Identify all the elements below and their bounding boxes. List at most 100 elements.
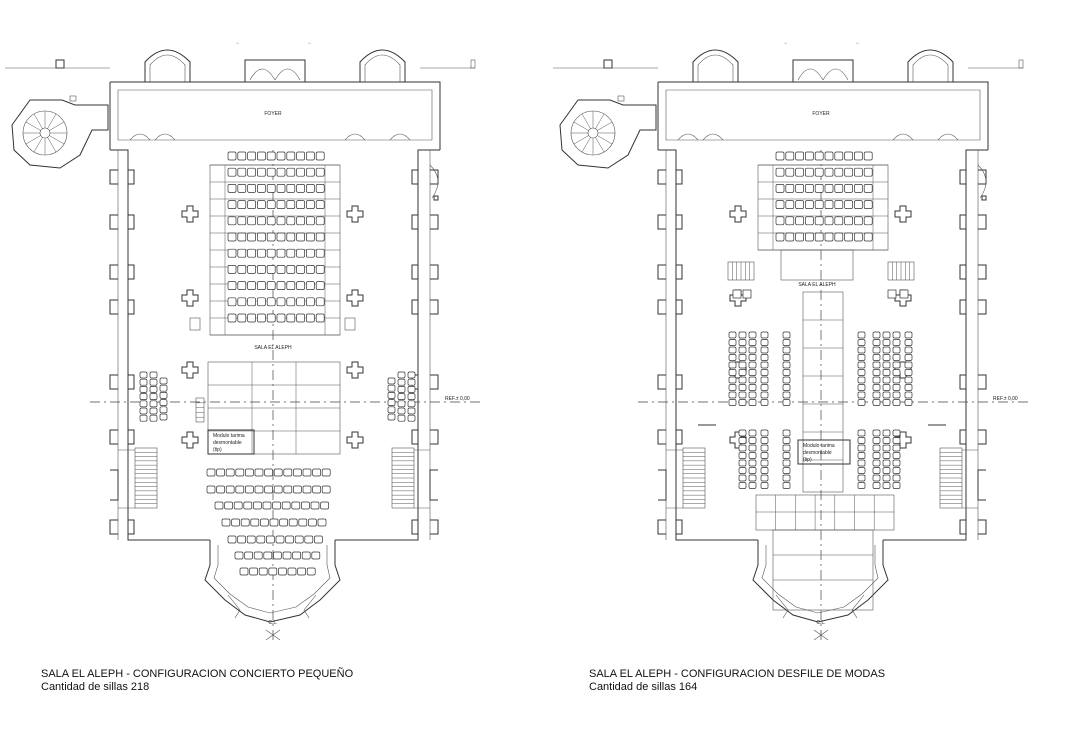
chair: [257, 281, 266, 290]
chair: [728, 391, 737, 399]
chair: [296, 216, 305, 226]
chair: [782, 331, 791, 339]
chair: [237, 248, 247, 258]
stair-step: [47, 137, 57, 153]
chair: [227, 281, 237, 290]
chair: [296, 265, 305, 274]
chair: [760, 452, 769, 459]
entrance-vestibule: [244, 59, 306, 82]
chair: [892, 376, 901, 384]
chair: [306, 297, 315, 307]
pilaster: [109, 264, 118, 280]
chair: [249, 567, 258, 576]
chair: [872, 474, 881, 482]
chair: [224, 501, 233, 510]
chair: [882, 346, 891, 354]
chair: [250, 518, 260, 527]
chair: [296, 248, 305, 258]
chair: [291, 501, 301, 510]
chair: [904, 361, 913, 369]
foyer-wall: [657, 81, 989, 150]
door-swing: [154, 133, 176, 141]
chair: [286, 265, 296, 274]
chair: [306, 200, 315, 209]
chair: [760, 339, 769, 346]
chair: [227, 297, 237, 307]
chair: [247, 232, 256, 242]
chair: [857, 369, 866, 376]
chair: [407, 393, 416, 400]
chair: [882, 384, 891, 391]
chair: [321, 485, 331, 494]
pilaster: [128, 299, 135, 315]
chair: [844, 200, 853, 209]
chair: [814, 216, 824, 226]
chair: [748, 482, 757, 489]
chair: [315, 248, 325, 258]
chair: [748, 437, 757, 444]
chair: [247, 151, 256, 161]
chair: [247, 281, 256, 290]
chair: [221, 518, 231, 527]
pilaster: [109, 429, 118, 445]
chair: [286, 200, 296, 209]
chair: [266, 151, 276, 161]
chair: [785, 151, 795, 161]
chair: [227, 184, 237, 193]
chair: [748, 361, 757, 369]
chair: [286, 167, 296, 177]
chair: [286, 216, 296, 226]
pilaster: [959, 519, 966, 535]
chair: [760, 467, 769, 474]
chair: [775, 200, 785, 209]
chair: [887, 289, 897, 299]
chair: [857, 459, 866, 467]
chair: [294, 535, 304, 544]
chair: [834, 200, 844, 209]
chair: [231, 518, 240, 527]
chair: [748, 384, 757, 391]
chair: [227, 167, 237, 177]
runway: [802, 291, 844, 493]
pilaster: [676, 519, 683, 535]
chair: [266, 184, 276, 193]
column: [181, 205, 199, 223]
chair: [857, 376, 866, 384]
pilaster: [978, 374, 987, 390]
pilaster: [959, 429, 966, 445]
stair-step: [573, 135, 589, 145]
chair: [904, 376, 913, 384]
stair-outline: [189, 317, 201, 331]
chair: [872, 376, 881, 384]
chair: [748, 331, 757, 339]
chair: [407, 407, 416, 415]
chair: [258, 567, 268, 576]
chair: [872, 346, 881, 354]
chair: [785, 167, 795, 177]
chair: [227, 248, 237, 258]
hall-wall-right: [335, 149, 440, 541]
apse-inner: [213, 545, 331, 614]
chair: [276, 184, 286, 193]
chair: [159, 377, 168, 385]
chair: [795, 200, 804, 209]
pilaster: [657, 214, 666, 230]
chair: [760, 429, 769, 437]
chair: [863, 151, 873, 161]
hall-wall-right: [883, 149, 988, 541]
door-swing: [822, 68, 849, 81]
chair: [283, 468, 293, 477]
chair: [795, 167, 804, 177]
chair: [276, 297, 286, 307]
pilaster: [676, 169, 683, 185]
pilaster: [657, 374, 666, 390]
pilaster: [411, 264, 418, 280]
chair: [397, 393, 406, 400]
chair: [312, 485, 321, 494]
chair: [264, 468, 273, 477]
chair: [260, 518, 269, 527]
chair: [237, 151, 247, 161]
chair: [738, 339, 747, 346]
chair: [738, 346, 747, 354]
